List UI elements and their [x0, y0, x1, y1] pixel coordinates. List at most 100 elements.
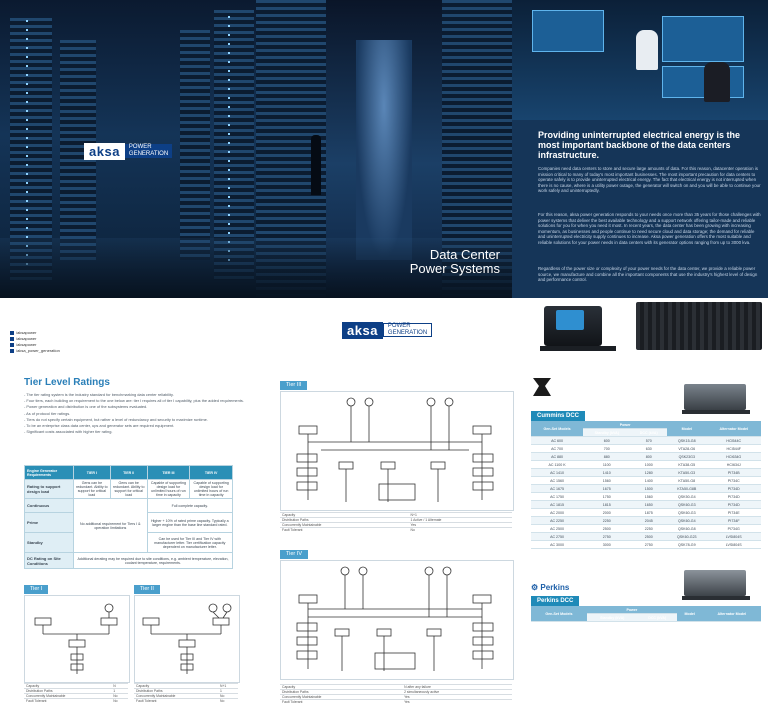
table-cell: 1100	[583, 460, 631, 469]
table-cell: KTA50-G8	[667, 476, 707, 485]
table-cell: 800	[630, 452, 668, 461]
table-cell: QSK23G3	[667, 452, 707, 461]
table-cell: 570	[630, 436, 668, 445]
cover-title: Data Center Power Systems	[409, 247, 500, 276]
table-cell: QSK50-G4	[667, 492, 707, 501]
table-cell: 1560	[583, 476, 631, 485]
cummins-spec-table: Gen-Set Models Power Model Alternator Mo…	[531, 421, 761, 549]
photo-server-aisle-center: Data Center Power Systems	[256, 0, 512, 298]
tier-i-title: Tier I	[24, 585, 49, 594]
table-cell: AC 880	[531, 452, 584, 461]
table-cell: 2250	[583, 516, 631, 525]
table-cell: PI734D	[706, 500, 761, 509]
table-cell: 2250	[630, 524, 668, 533]
table-cell: AC 1100 K	[531, 460, 584, 469]
tier-iv-schematic	[296, 566, 494, 671]
table-cell: 1875	[630, 508, 668, 517]
person	[704, 62, 730, 102]
containerized-generator-image	[636, 298, 762, 356]
tier-requirements-table: Engine Generator Requirements TIER I TIE…	[24, 465, 234, 569]
intro-paragraph: Companies need data centers to store and…	[538, 166, 761, 194]
table-cell: HCI544C	[706, 436, 761, 445]
perkins-logo: ⚙ Perkins	[531, 583, 570, 592]
twitter-icon	[10, 337, 14, 341]
perkins-spec-table: Gen-Set Models Power Model Alternator Mo…	[531, 606, 761, 622]
table-cell: HCI634G	[706, 452, 761, 461]
table-cell: QSK60-G4	[667, 516, 707, 525]
social-facebook[interactable]: /aksapower	[10, 330, 60, 336]
table-cell: 1000	[630, 460, 668, 469]
intro-paragraph: Regardless of the power size or complexi…	[538, 266, 758, 283]
tier-bullets: - The tier rating system is the industry…	[24, 392, 244, 435]
table-cell: 1675	[583, 484, 631, 493]
person-silhouette	[311, 135, 321, 195]
table-cell: HCI634J	[706, 460, 761, 469]
table-cell: KTA50-G3	[667, 468, 707, 477]
table-cell: 700	[583, 444, 631, 453]
table-cell: 1815	[583, 500, 631, 509]
tier-ii-schematic	[142, 603, 232, 674]
tier-iv-diagram	[280, 560, 514, 680]
cummins-genset-image	[682, 380, 752, 416]
table-cell: QSK15-G8	[667, 436, 707, 445]
table-cell: AC 3000	[531, 540, 584, 549]
table-cell: QSK60-G8	[667, 524, 707, 533]
table-cell: KTA38-G5	[667, 460, 707, 469]
table-cell: 3000	[583, 540, 631, 549]
table-cell: 880	[583, 452, 631, 461]
tier-ii-diagram	[134, 595, 240, 683]
cummins-logo-icon	[531, 374, 553, 400]
table-cell: AC 1750	[531, 492, 584, 501]
table-cell: AC 1675	[531, 484, 584, 493]
monitor	[662, 66, 744, 98]
table-cell: 1650	[630, 500, 668, 509]
tier-i-diagram	[24, 595, 130, 683]
linkedin-icon	[10, 349, 14, 353]
table-cell: 1410	[583, 468, 631, 477]
table-cell: PI734F	[706, 516, 761, 525]
table-cell: 2500	[630, 532, 668, 541]
monitor	[532, 10, 604, 52]
server-rack	[10, 18, 52, 280]
tier-iii-title: Tier III	[280, 381, 308, 390]
social-twitter[interactable]: /aksapower	[10, 336, 60, 342]
perkins-gear-icon: ⚙	[531, 583, 539, 592]
social-instagram[interactable]: /aksapower	[10, 342, 60, 348]
table-cell: PI734D	[706, 492, 761, 501]
tier-ii-title: Tier II	[134, 585, 160, 594]
table-cell: AC 2750	[531, 532, 584, 541]
table-cell: AC 1815	[531, 500, 584, 509]
table-cell: 1400	[630, 476, 668, 485]
person	[636, 30, 658, 70]
table-cell: 630	[630, 444, 668, 453]
table-cell: AC 1560	[531, 476, 584, 485]
table-cell: AC 1410	[531, 468, 584, 477]
table-cell: PI734C	[706, 476, 761, 485]
table-cell: QSK78-G9	[667, 540, 707, 549]
tier-iii-diagram	[280, 391, 514, 511]
intro-paragraph: For this reason, aksa power generation r…	[538, 212, 761, 245]
table-cell: 2045	[630, 516, 668, 525]
perkins-title: Perkins DCC	[531, 596, 580, 606]
table-cell: 2000	[583, 508, 631, 517]
table-cell: PI734D	[706, 484, 761, 493]
table-cell: AC 600	[531, 436, 584, 445]
social-linkedin[interactable]: /aksa_power_generation	[10, 348, 60, 354]
